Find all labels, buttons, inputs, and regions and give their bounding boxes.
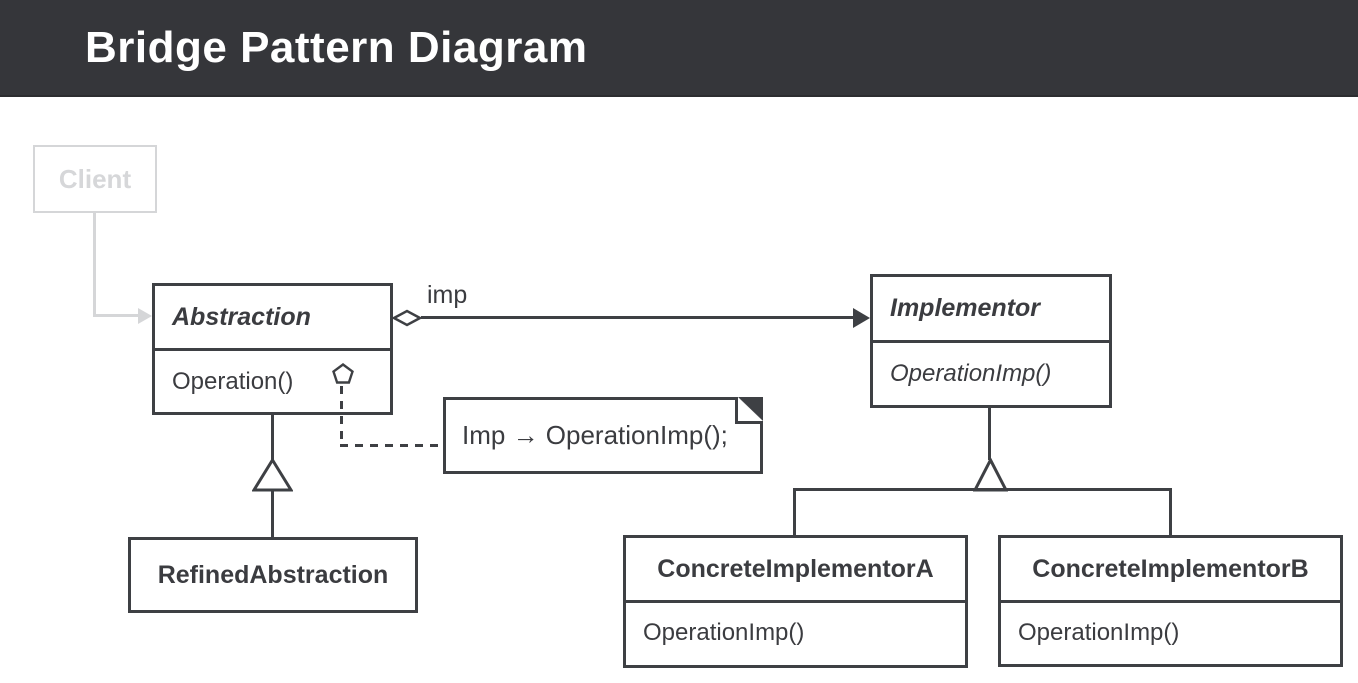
- note-fold-icon: [735, 397, 763, 424]
- class-name-concrete-implementor-b: ConcreteImplementorB: [1001, 538, 1340, 603]
- note-connector-dashed-vertical: [340, 386, 343, 444]
- class-box-implementor: Implementor OperationImp(): [870, 274, 1112, 408]
- class-name-abstraction: Abstraction: [155, 286, 390, 351]
- inheritance-triangle-icon: [973, 458, 1008, 492]
- class-box-concrete-implementor-b: ConcreteImplementorB OperationImp(): [998, 535, 1343, 667]
- class-box-abstraction: Abstraction Operation(): [152, 283, 393, 415]
- class-method-abstraction: Operation(): [172, 368, 294, 395]
- note-text: Imp → OperationImp();: [462, 420, 728, 450]
- class-method-concrete-implementor-a: OperationImp(): [643, 619, 805, 646]
- class-box-concrete-implementor-a: ConcreteImplementorA OperationImp(): [623, 535, 968, 668]
- class-name-client: Client: [58, 164, 132, 194]
- note-box: Imp → OperationImp();: [443, 397, 763, 474]
- refined-inheritance-line-bottom: [271, 491, 274, 537]
- client-arrowhead-icon: [138, 307, 152, 324]
- aggregation-line: [421, 316, 854, 319]
- class-method-concrete-implementor-b: OperationImp(): [1018, 619, 1180, 646]
- refined-inheritance-line-top: [271, 415, 274, 460]
- header-bar: Bridge Pattern Diagram: [0, 0, 1358, 97]
- inheritance-triangle-icon: [252, 458, 293, 492]
- class-name-refined-abstraction: RefinedAbstraction: [157, 561, 389, 589]
- client-connector-horizontal: [93, 314, 140, 317]
- page-title: Bridge Pattern Diagram: [85, 23, 588, 72]
- concrete-b-connector: [1169, 489, 1172, 535]
- class-box-refined-abstraction: RefinedAbstraction: [128, 537, 418, 613]
- note-connector-dashed-horizontal: [340, 444, 443, 447]
- client-connector-vertical: [93, 213, 96, 317]
- class-name-concrete-implementor-a: ConcreteImplementorA: [626, 538, 965, 603]
- implementor-inheritance-stem: [988, 408, 991, 460]
- implementor-inheritance-crossbar: [793, 488, 1172, 491]
- note-anchor-pentagon-icon: [332, 363, 354, 384]
- class-method-implementor: OperationImp(): [890, 360, 1052, 387]
- concrete-a-connector: [793, 489, 796, 535]
- class-name-implementor: Implementor: [873, 277, 1109, 343]
- aggregation-arrowhead-icon: [853, 307, 870, 328]
- aggregation-label: imp: [427, 281, 468, 309]
- class-box-client: Client: [33, 145, 157, 213]
- aggregation-diamond-icon: [392, 309, 422, 327]
